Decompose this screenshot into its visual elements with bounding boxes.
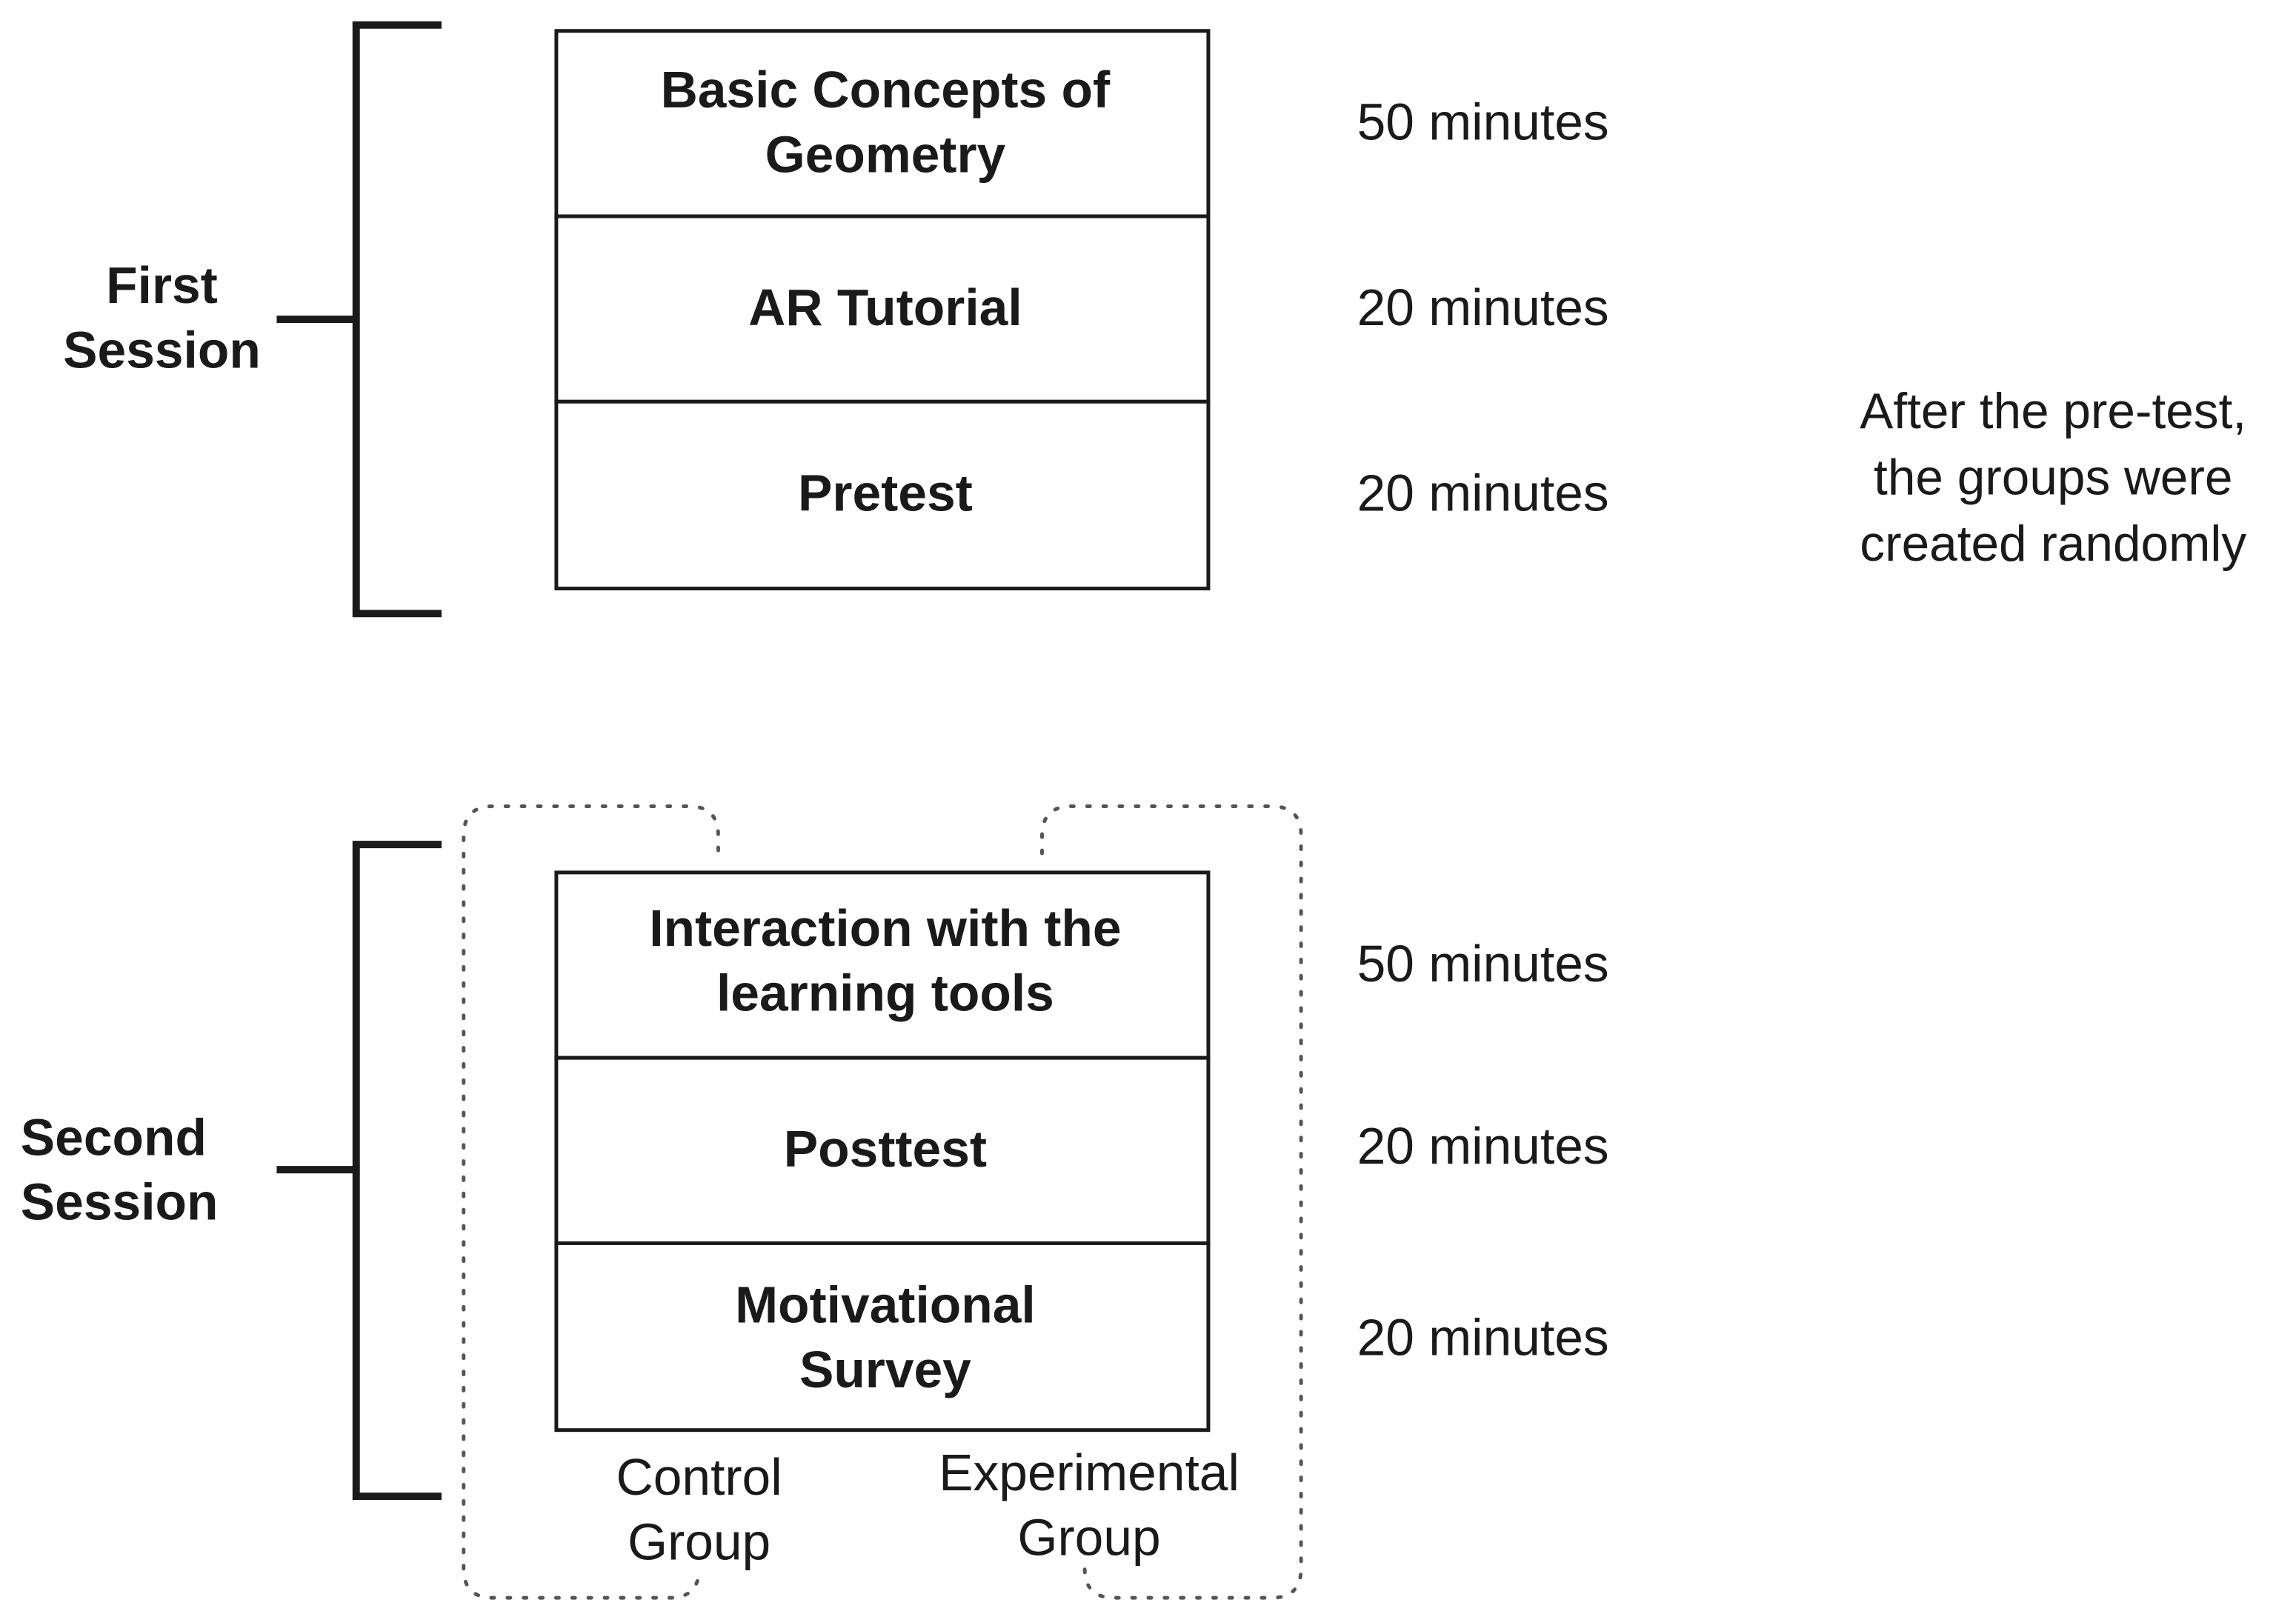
first-session-label-line1: First: [106, 257, 218, 316]
step-text-line: Posttest: [783, 1121, 988, 1179]
step-box-pretest: [554, 399, 1211, 591]
step-box-basic-concepts: [554, 29, 1211, 219]
step-text-basic-concepts: Basic Concepts of Geometry: [559, 59, 1211, 188]
duration-interaction: 50 minutes: [1357, 936, 1609, 993]
first-session-label-line2: Session: [63, 322, 261, 380]
group-label-line: Group: [1017, 1509, 1161, 1567]
duration-motivational-survey: 20 minutes: [1357, 1309, 1609, 1367]
step-box-motivational-survey: [554, 1241, 1211, 1433]
step-text-line: Basic Concepts of: [660, 61, 1111, 119]
note-line: the groups were: [1874, 450, 2233, 507]
group-label-line: Experimental: [939, 1444, 1239, 1503]
duration-pretest: 20 minutes: [1357, 464, 1609, 523]
second-session-bracket: [276, 841, 442, 1501]
group-label-line: Control: [616, 1449, 782, 1507]
step-text-motivational-survey: Motivational Survey: [559, 1274, 1211, 1404]
note-line: After the pre-test,: [1860, 384, 2247, 440]
step-text-pretest: Pretest: [559, 462, 1211, 527]
group-label-line: Group: [627, 1513, 771, 1572]
duration-posttest: 20 minutes: [1357, 1118, 1609, 1176]
step-text-line: Pretest: [798, 464, 973, 523]
step-text-line: learning tools: [716, 965, 1054, 1023]
duration-ar-tutorial: 20 minutes: [1357, 279, 1609, 337]
step-text-interaction: Interaction with the learning tools: [559, 898, 1211, 1027]
second-session-label-line1: Second: [20, 1109, 207, 1167]
first-session-label: First Session: [44, 255, 280, 384]
step-text-line: AR Tutorial: [748, 279, 1022, 337]
step-box-ar-tutorial: [554, 214, 1211, 404]
second-session-label-line2: Session: [20, 1174, 219, 1232]
duration-basic-concepts: 50 minutes: [1357, 94, 1609, 152]
second-session-label: Second Session: [9, 1107, 256, 1236]
step-text-posttest: Posttest: [559, 1118, 1211, 1183]
step-text-line: Interaction with the: [649, 900, 1122, 958]
step-text-line: Survey: [799, 1341, 971, 1399]
note-line: created randomly: [1860, 516, 2247, 573]
randomization-note: After the pre-test, the groups were crea…: [1825, 379, 2281, 578]
step-text-line: Geometry: [765, 126, 1006, 184]
first-session-bracket: [276, 21, 442, 618]
experimental-group-label: Experimental Group: [916, 1442, 1263, 1572]
step-text-line: Motivational: [735, 1277, 1036, 1335]
step-text-ar-tutorial: AR Tutorial: [559, 276, 1211, 341]
experimental-group-outline: [1039, 804, 1303, 1600]
control-group-label: Control Group: [567, 1447, 832, 1576]
